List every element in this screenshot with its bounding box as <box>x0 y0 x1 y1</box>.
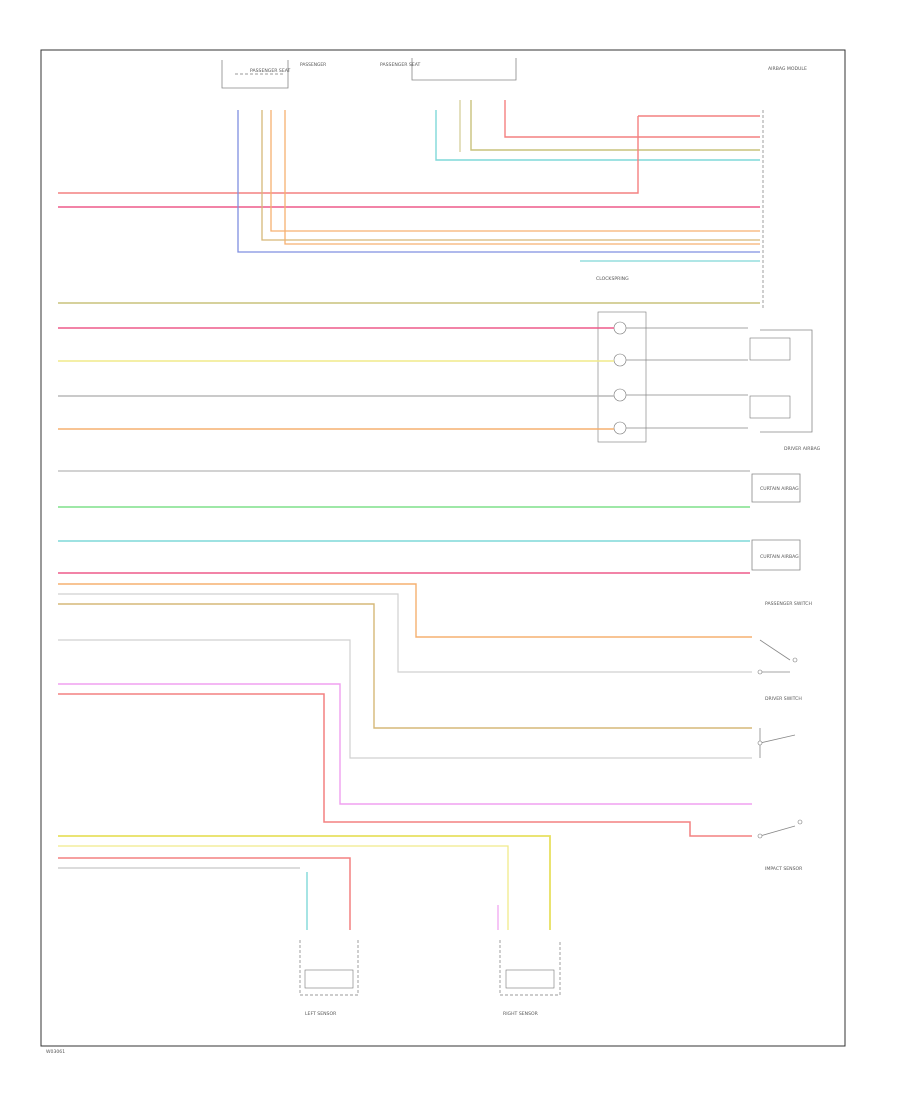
wire <box>237 110 760 253</box>
impact-sensor: IMPACT SENSOR <box>757 819 803 872</box>
curtain-airbag-a: CURTAIN AIRBAG <box>751 473 801 503</box>
driver-airbag-title: DRIVER AIRBAG <box>784 446 821 452</box>
left-sensor: LEFT SENSOR <box>299 940 359 1017</box>
wire-group-switches <box>58 583 752 837</box>
right-sensor-title: RIGHT SENSOR <box>503 1011 539 1017</box>
diagram-frame <box>40 49 846 1047</box>
top-left-connector: PASSENGER SEAT PASSENGER <box>221 60 326 89</box>
airbag-module: AIRBAG MODULE <box>762 66 807 310</box>
top-left-connector-desc: PASSENGER <box>300 62 326 68</box>
wire-group-bottom <box>58 835 551 930</box>
wire <box>58 845 509 930</box>
connector-pin <box>613 388 627 402</box>
wire <box>284 110 760 245</box>
connector-pin <box>613 421 627 435</box>
top-center-connector-label: PASSENGER SEAT <box>380 62 421 68</box>
top-left-connector-label: PASSENGER SEAT <box>250 68 291 74</box>
right-sensor-body <box>505 969 555 989</box>
left-sensor-title: LEFT SENSOR <box>305 1011 337 1017</box>
top-center-connector: PASSENGER SEAT <box>380 58 517 81</box>
sensor-contact <box>757 833 763 839</box>
passenger-switch-title: PASSENGER SWITCH <box>765 601 812 607</box>
wire <box>58 593 752 673</box>
clockspring-title: CLOCKSPRING <box>596 276 629 282</box>
wire <box>58 116 639 194</box>
wire <box>470 100 760 151</box>
clockspring: CLOCKSPRING <box>596 276 647 443</box>
driver-airbag-squib-1 <box>749 337 791 361</box>
driver-airbag: DRIVER AIRBAG <box>749 329 821 452</box>
wire <box>58 693 752 837</box>
airbag-module-title: AIRBAG MODULE <box>768 66 807 72</box>
wire <box>58 603 752 729</box>
wire <box>261 110 760 241</box>
wire <box>58 857 351 930</box>
driver-airbag-squib-2 <box>749 395 791 419</box>
driver-switch-title: DRIVER SWITCH <box>765 696 802 702</box>
left-sensor-body <box>304 969 354 989</box>
right-sensor: RIGHT SENSOR <box>499 940 561 1017</box>
wire <box>270 110 760 232</box>
connector-pin <box>613 353 627 367</box>
wire <box>58 683 752 805</box>
curtain-a-title: CURTAIN AIRBAG <box>760 486 799 492</box>
switch-contact <box>757 740 763 746</box>
wire-group-middle <box>58 470 750 574</box>
wire-group-squibs <box>58 327 748 430</box>
wire <box>58 835 551 930</box>
wire <box>58 583 752 638</box>
impact-sensor-title: IMPACT SENSOR <box>765 866 803 872</box>
wire <box>58 639 752 759</box>
passenger-switch: PASSENGER SWITCH <box>757 601 812 675</box>
curtain-b-title: CURTAIN AIRBAG <box>760 554 799 560</box>
curtain-airbag-b: CURTAIN AIRBAG <box>751 539 801 571</box>
wire <box>435 110 760 161</box>
wire <box>504 100 760 138</box>
driver-switch: DRIVER SWITCH <box>757 696 802 758</box>
switch-contact <box>792 657 798 663</box>
switch-contact <box>757 669 763 675</box>
wire-group-top <box>58 100 760 304</box>
footer-code: W03061 <box>46 1049 65 1055</box>
connector-pin <box>613 321 627 335</box>
sensor-contact <box>797 819 803 825</box>
